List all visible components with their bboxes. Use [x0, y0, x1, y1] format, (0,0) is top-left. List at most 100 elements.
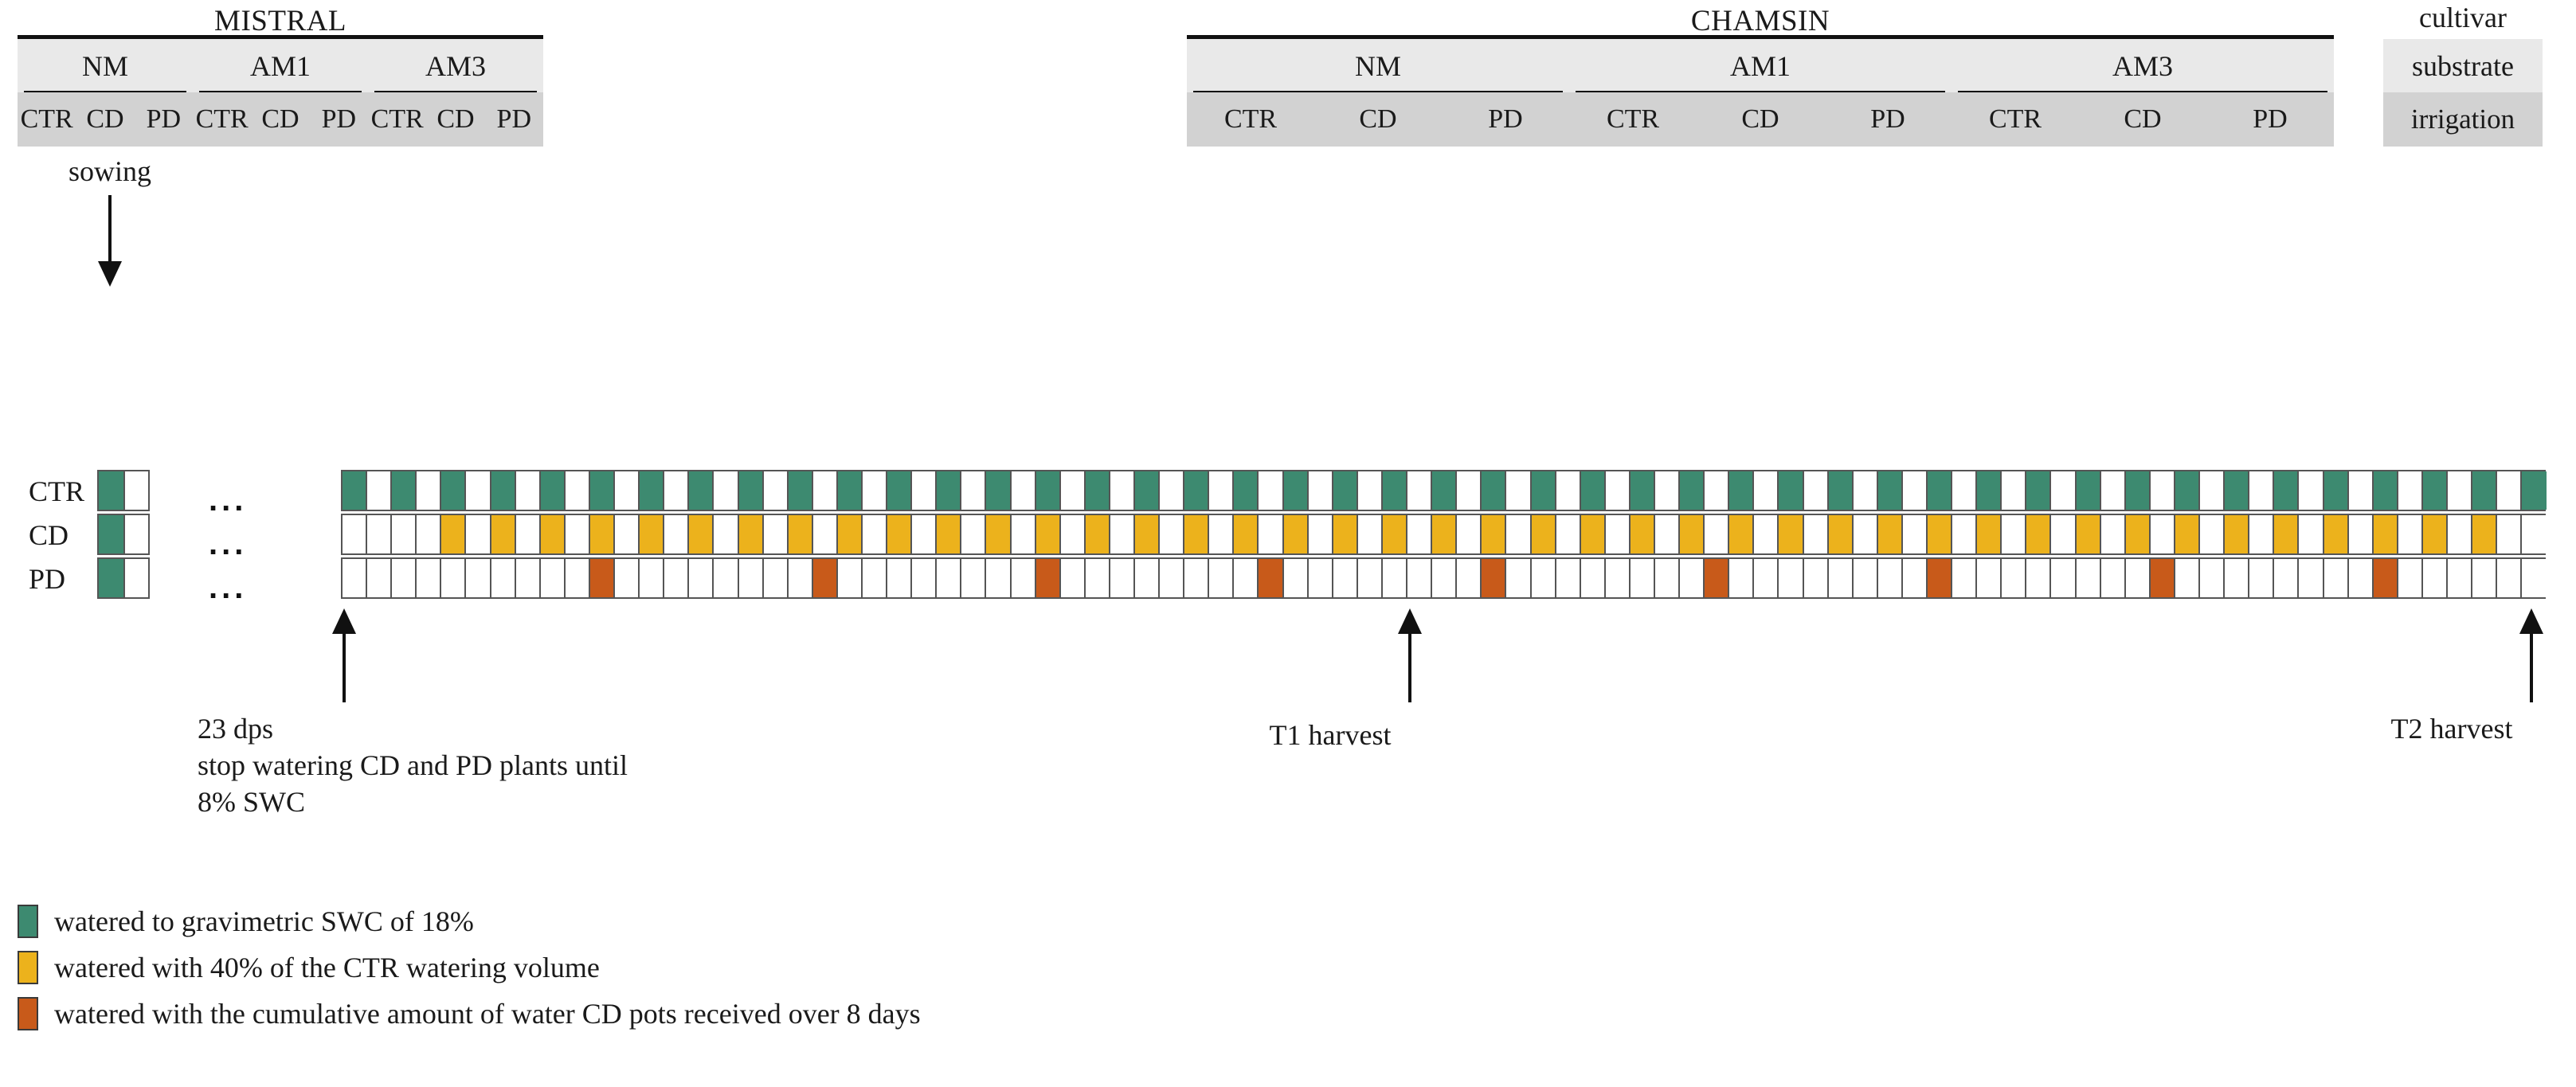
day-cell-empty: [1556, 471, 1581, 510]
day-cell-empty: [441, 559, 467, 597]
substrate-label: NM: [1354, 49, 1401, 82]
day-cell-empty: [1506, 559, 1532, 597]
irrigation-cell-pd[interactable]: PD: [2253, 104, 2288, 134]
irrigation-cell-pd[interactable]: PD: [146, 104, 182, 134]
day-cell-empty: [1110, 471, 1135, 510]
day-cell-empty: [1357, 471, 1383, 510]
day-cell-yellow: [2175, 515, 2201, 553]
irrigation-cell-pd[interactable]: PD: [321, 104, 357, 134]
substrate-label: AM1: [249, 49, 311, 82]
day-cell-green: [2125, 471, 2151, 510]
day-cell-empty: [2522, 559, 2547, 597]
irrigation-row: CTR CD PD CTR CD PD CTR CD PD: [1187, 92, 2334, 147]
day-cell-yellow: [640, 515, 665, 553]
substrate-cell-am1[interactable]: AM1: [193, 39, 368, 95]
day-cell-empty: [1110, 559, 1135, 597]
day-cell-yellow: [540, 515, 566, 553]
day-cell-green: [1283, 471, 1309, 510]
day-cell-orange: [1705, 559, 1730, 597]
day-cell-green: [2175, 471, 2201, 510]
day-cell-yellow: [1333, 515, 1358, 553]
irrigation-cell-cd[interactable]: CD: [2124, 104, 2162, 134]
irrigation-cell-ctr[interactable]: CTR: [195, 104, 249, 134]
day-cell-green: [640, 471, 665, 510]
day-cell-yellow: [689, 515, 714, 553]
day-cell-empty: [2100, 559, 2126, 597]
day-cell-orange: [1259, 559, 1284, 597]
day-cell-empty: [1011, 515, 1036, 553]
irrigation-cell-cd[interactable]: CD: [1741, 104, 1779, 134]
irrigation-cell-ctr[interactable]: CTR: [1606, 104, 1660, 134]
day-cell-green: [2323, 471, 2349, 510]
day-cell-yellow: [1680, 515, 1705, 553]
day-cell-empty: [2125, 559, 2151, 597]
irrigation-cell-cd[interactable]: CD: [1359, 104, 1397, 134]
day-cell-empty: [812, 515, 838, 553]
day-cell-yellow: [1135, 515, 1161, 553]
day-cell-empty: [862, 559, 888, 597]
day-cell-yellow: [837, 515, 863, 553]
day-cell-empty: [812, 471, 838, 510]
day-cell-empty: [2299, 559, 2324, 597]
day-cell-green: [1135, 471, 1161, 510]
arrow-shaft: [2530, 631, 2533, 702]
day-cell-empty: [1407, 559, 1433, 597]
day-cell-empty: [1357, 559, 1383, 597]
day-cell-empty: [540, 559, 566, 597]
legend: watered to gravimetric SWC of 18%watered…: [18, 898, 921, 1037]
day-cell-empty: [1506, 515, 1532, 553]
stub-cell-green: [99, 515, 123, 553]
day-cell-empty: [392, 515, 417, 553]
day-cell-green: [1482, 471, 1507, 510]
irrigation-cell-ctr[interactable]: CTR: [1988, 104, 2042, 134]
day-cell-yellow: [986, 515, 1012, 553]
day-cell-empty: [565, 471, 590, 510]
irrigation-cell-ctr[interactable]: CTR: [1223, 104, 1278, 134]
irrigation-cell-pd[interactable]: PD: [496, 104, 532, 134]
day-cell-empty: [1160, 559, 1185, 597]
legend-swatch-orange: [18, 997, 38, 1030]
day-cell-green: [689, 471, 714, 510]
arrow-head: [332, 608, 356, 634]
day-cell-orange: [2373, 559, 2398, 597]
day-cell-yellow: [1877, 515, 1903, 553]
day-cell-empty: [2447, 515, 2473, 553]
day-cell-yellow: [1828, 515, 1854, 553]
irrigation-cell-cd[interactable]: CD: [86, 104, 124, 134]
day-cell-green: [738, 471, 764, 510]
day-cell-green: [491, 471, 516, 510]
day-cell-empty: [1803, 471, 1829, 510]
irrigation-cell-cd[interactable]: CD: [261, 104, 299, 134]
day-cell-empty: [2225, 559, 2250, 597]
day-cell-yellow: [887, 515, 913, 553]
day-cell-empty: [1556, 559, 1581, 597]
day-cell-empty: [1531, 559, 1556, 597]
day-cell-empty: [515, 471, 541, 510]
day-cell-empty: [2497, 515, 2523, 553]
substrate-cell-nm[interactable]: NM: [1187, 39, 1569, 95]
substrate-cell-am1[interactable]: AM1: [1569, 39, 1952, 95]
day-cell-empty: [2249, 559, 2275, 597]
day-cell-empty: [937, 559, 962, 597]
irrigation-cell-ctr[interactable]: CTR: [370, 104, 424, 134]
day-cell-empty: [862, 471, 888, 510]
day-cell-empty: [2522, 515, 2547, 553]
day-cell-yellow: [1630, 515, 1655, 553]
substrate-cell-am3[interactable]: AM3: [1952, 39, 2334, 95]
irrigation-cell-ctr[interactable]: CTR: [20, 104, 73, 134]
irrigation-cell-pd[interactable]: PD: [1488, 104, 1523, 134]
day-cell-yellow: [2125, 515, 2151, 553]
day-cell-empty: [961, 471, 987, 510]
arrow-head: [98, 261, 122, 287]
substrate-cell-am3[interactable]: AM3: [368, 39, 543, 95]
substrate-cell-nm[interactable]: NM: [18, 39, 193, 95]
irrigation-cell-pd[interactable]: PD: [1870, 104, 1905, 134]
irrigation-cell-cd[interactable]: CD: [437, 104, 475, 134]
day-cell-empty: [912, 559, 938, 597]
cultivar-title: MISTRAL: [214, 5, 346, 37]
substrate-label: AM1: [1729, 49, 1791, 82]
day-cell-empty: [763, 515, 789, 553]
cultivar-top-rule: [18, 35, 543, 39]
day-cell-empty: [1259, 471, 1284, 510]
